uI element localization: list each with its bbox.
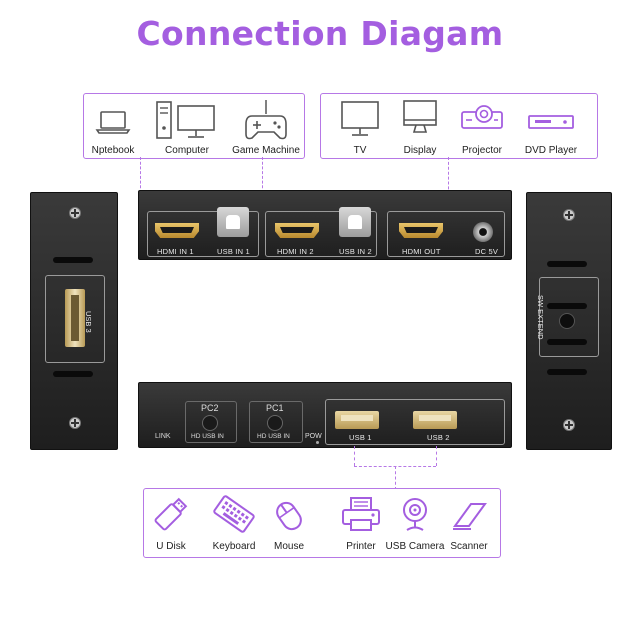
link-label: LINK xyxy=(155,433,171,440)
connector-line xyxy=(354,446,355,466)
switch-left-side-panel: USB 3 xyxy=(30,192,118,450)
usb-disk-icon xyxy=(154,497,188,531)
device-label: Game Machine xyxy=(232,145,300,156)
scanner-icon xyxy=(453,503,487,530)
usb-1-label: USB 1 xyxy=(349,433,372,442)
connector-line xyxy=(395,466,396,490)
hdmi-out-label: HDMI OUT xyxy=(402,247,441,256)
device-projector: Projector xyxy=(452,98,512,156)
device-label: Computer xyxy=(165,145,209,156)
device-dvd-player: DVD Player xyxy=(518,98,584,156)
connector-line xyxy=(140,157,141,193)
usb-in-1-port[interactable] xyxy=(217,207,249,237)
device-tv: TV xyxy=(334,98,386,156)
device-label: DVD Player xyxy=(524,145,578,156)
device-keyboard: Keyboard xyxy=(206,494,262,554)
monitor-icon xyxy=(403,100,437,133)
switch-right-side-panel: SW EXTEND xyxy=(526,192,612,450)
pc1-switch-button[interactable] xyxy=(267,415,283,431)
hdmi-in-2-label: HDMI IN 2 xyxy=(277,247,314,256)
dc-5v-label: DC 5V xyxy=(475,247,499,256)
device-usb-camera: USB Camera xyxy=(386,494,444,554)
page-title: Connection Diagam xyxy=(136,14,504,53)
pc2-label: PC2 xyxy=(201,403,219,413)
device-label: U Disk xyxy=(156,541,186,552)
hdmi-in-1-label: HDMI IN 1 xyxy=(157,247,194,256)
device-label: Keyboard xyxy=(212,541,256,552)
usb-2-port[interactable] xyxy=(413,411,457,429)
tv-icon xyxy=(341,101,379,136)
pc1-label: PC1 xyxy=(266,403,284,413)
dc-5v-port[interactable] xyxy=(473,222,493,242)
projector-icon xyxy=(461,105,503,129)
usb-2-label: USB 2 xyxy=(427,433,450,442)
device-printer: Printer xyxy=(336,494,386,554)
device-label: TV xyxy=(353,145,367,156)
laptop-icon xyxy=(95,111,131,134)
usb-3-port[interactable] xyxy=(65,289,85,347)
pc1-led-labels: HD USB IN xyxy=(257,433,290,440)
device-label: USB Camera xyxy=(385,541,445,552)
usb-camera-icon xyxy=(403,498,427,531)
display-devices-group xyxy=(320,93,598,159)
usb-devices-group xyxy=(143,488,501,558)
gamepad-icon xyxy=(245,100,287,140)
hdmi-out-port[interactable] xyxy=(399,223,443,238)
pow-led xyxy=(316,441,319,444)
device-notebook: Nptebook xyxy=(90,100,136,156)
device-label: Projector xyxy=(461,145,503,156)
connector-line xyxy=(448,157,449,209)
pc2-switch-button[interactable] xyxy=(202,415,218,431)
device-display: Display xyxy=(393,98,447,156)
sw-extend-label: SW EXTEND xyxy=(536,295,545,340)
connector-line xyxy=(262,157,263,193)
device-computer: Computer xyxy=(152,98,222,156)
hdmi-in-2-port[interactable] xyxy=(275,223,319,238)
usb-3-label: USB 3 xyxy=(84,311,93,333)
pow-label: POW xyxy=(305,433,322,440)
device-label: Printer xyxy=(346,541,376,552)
desktop-computer-icon xyxy=(156,101,215,139)
device-u-disk: U Disk xyxy=(148,494,194,554)
source-devices-group xyxy=(83,93,305,159)
hdmi-in-1-port[interactable] xyxy=(155,223,199,238)
device-game-machine: Game Machine xyxy=(232,98,300,156)
switch-back-panel: LINK PC2 HD USB IN PC1 HD USB IN POW USB… xyxy=(138,382,512,448)
device-label: Mouse xyxy=(273,541,305,552)
device-label: Scanner xyxy=(450,541,488,552)
dvd-player-icon xyxy=(528,115,574,129)
device-mouse: Mouse xyxy=(266,494,312,554)
printer-icon xyxy=(342,497,380,531)
usb-in-1-label: USB IN 1 xyxy=(217,247,250,256)
usb-in-2-port[interactable] xyxy=(339,207,371,237)
usb-in-2-label: USB IN 2 xyxy=(339,247,372,256)
pc2-led-labels: HD USB IN xyxy=(191,433,224,440)
mouse-icon xyxy=(276,501,302,531)
device-label: Display xyxy=(403,145,437,156)
keyboard-icon xyxy=(213,495,255,533)
device-label: Nptebook xyxy=(91,145,135,156)
device-scanner: Scanner xyxy=(446,494,492,554)
switch-front-panel: HDMI IN 1 USB IN 1 HDMI IN 2 USB IN 2 HD… xyxy=(138,190,512,260)
connector-line xyxy=(436,446,437,466)
sw-extend-button[interactable] xyxy=(559,313,575,329)
usb-1-port[interactable] xyxy=(335,411,379,429)
